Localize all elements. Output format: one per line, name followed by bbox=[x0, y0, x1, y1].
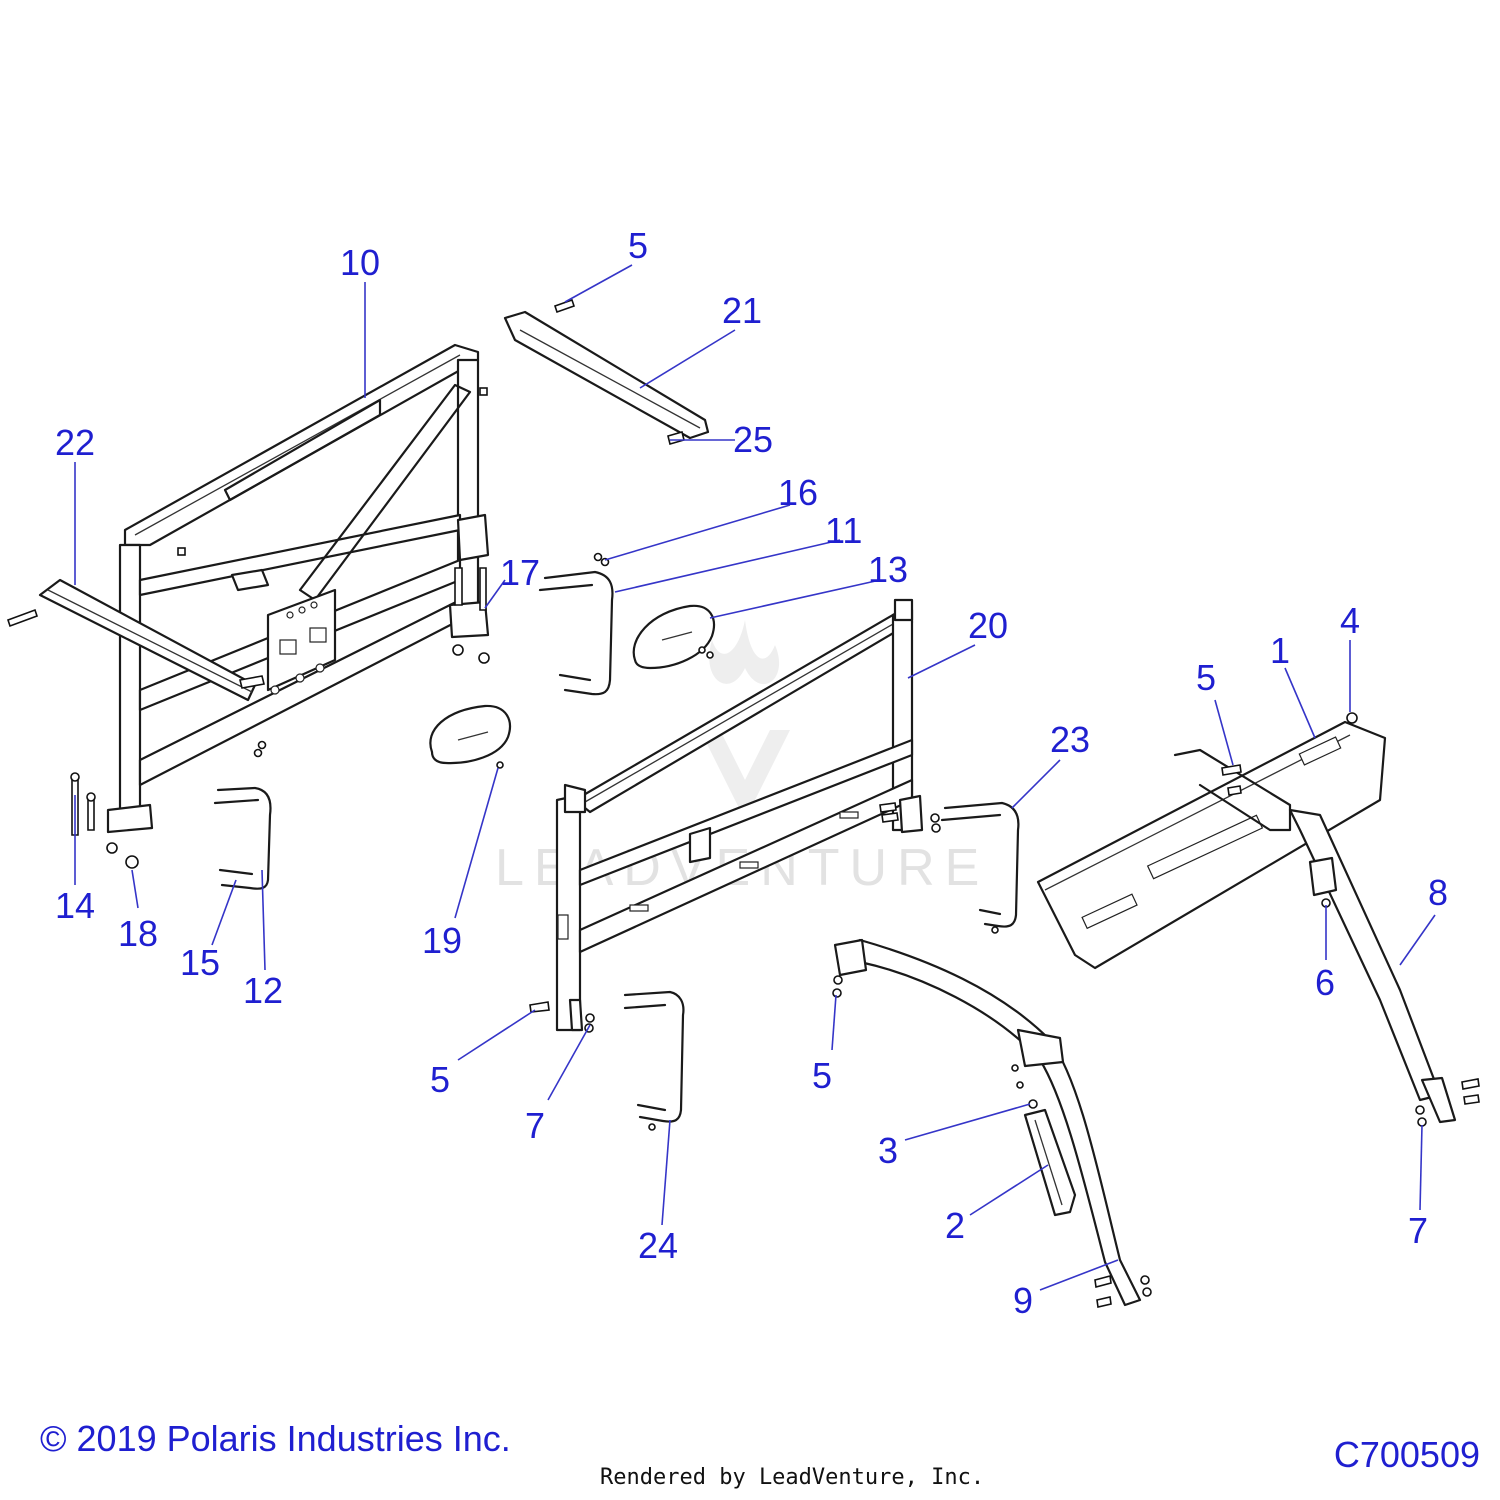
part-21-upper-tube bbox=[503, 298, 710, 445]
callout-21: 21 bbox=[722, 290, 762, 331]
callout-24: 24 bbox=[638, 1225, 678, 1266]
part-8-pillar bbox=[1221, 764, 1480, 1127]
leader-lines bbox=[74, 264, 1436, 1291]
part-12-grab-handle bbox=[213, 740, 272, 890]
callout-10: 10 bbox=[340, 242, 380, 283]
callout-2: 2 bbox=[945, 1205, 965, 1246]
part-1-roof-panel bbox=[1036, 712, 1387, 970]
diagram-id: C700509 bbox=[1333, 1434, 1480, 1475]
callout-5: 5 bbox=[430, 1059, 450, 1100]
callout-17: 17 bbox=[500, 552, 540, 593]
callout-8: 8 bbox=[1428, 872, 1448, 913]
callout-20: 20 bbox=[968, 605, 1008, 646]
callout-1: 1 bbox=[1270, 630, 1290, 671]
callout-7: 7 bbox=[1408, 1210, 1428, 1251]
callout-16: 16 bbox=[778, 472, 818, 513]
callout-3: 3 bbox=[878, 1130, 898, 1171]
part-9-front-pillar bbox=[832, 938, 1152, 1308]
callout-9: 9 bbox=[1013, 1280, 1033, 1321]
callout-11: 11 bbox=[825, 510, 862, 551]
callout-labels: 10 5 21 25 22 16 11 17 13 20 4 1 5 23 14… bbox=[55, 225, 1448, 1321]
callout-22: 22 bbox=[55, 422, 95, 463]
callout-7: 7 bbox=[525, 1105, 545, 1146]
callout-12: 12 bbox=[243, 970, 283, 1011]
callout-5: 5 bbox=[628, 225, 648, 266]
callout-19: 19 bbox=[422, 920, 462, 961]
part-19-pad bbox=[429, 704, 511, 769]
part-23-grab-handle bbox=[940, 801, 1020, 934]
part-14-18-hardware bbox=[70, 772, 139, 869]
render-credit: Rendered by LeadVenture, Inc. bbox=[600, 1465, 985, 1490]
callout-4: 4 bbox=[1340, 600, 1360, 641]
callout-5: 5 bbox=[812, 1055, 832, 1096]
callout-5: 5 bbox=[1196, 657, 1216, 698]
part-11-grab-handle bbox=[538, 552, 614, 696]
copyright-text: © 2019 Polaris Industries Inc. bbox=[40, 1418, 511, 1459]
part-13-pad bbox=[632, 604, 716, 670]
part-22-crossbar bbox=[6, 578, 265, 702]
callout-15: 15 bbox=[180, 942, 220, 983]
callout-18: 18 bbox=[118, 913, 158, 954]
callout-13: 13 bbox=[868, 549, 908, 590]
callout-23: 23 bbox=[1050, 719, 1090, 760]
callout-25: 25 bbox=[733, 419, 773, 460]
part-20-front-frame bbox=[529, 598, 941, 1033]
callout-14: 14 bbox=[55, 885, 95, 926]
part-24-grab-handle bbox=[623, 990, 685, 1131]
callout-6: 6 bbox=[1315, 962, 1335, 1003]
part-10-rear-frame bbox=[106, 343, 490, 834]
